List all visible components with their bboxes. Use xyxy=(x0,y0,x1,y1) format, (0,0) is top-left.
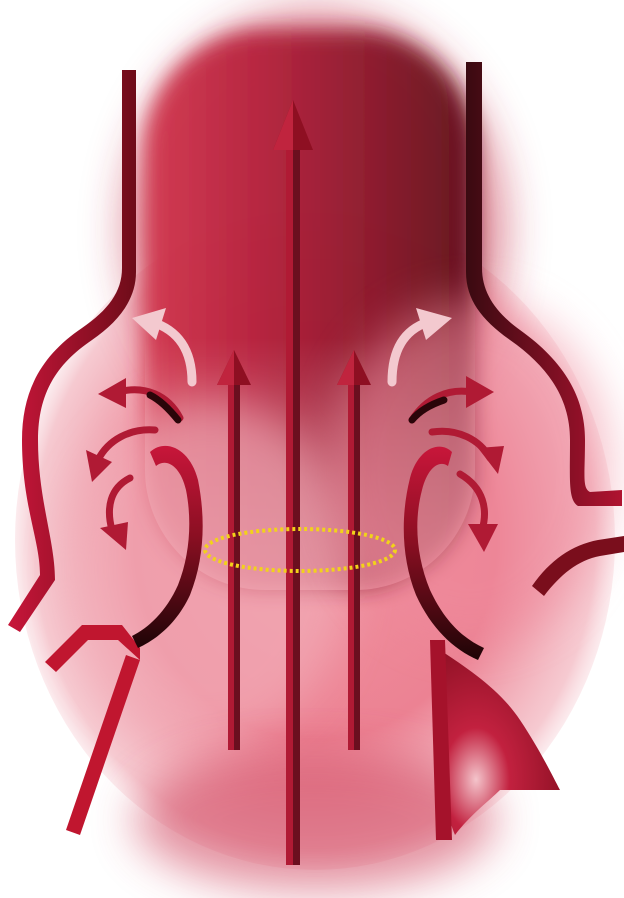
diagram-canvas xyxy=(0,0,624,898)
vascular-flow-diagram xyxy=(0,0,624,898)
